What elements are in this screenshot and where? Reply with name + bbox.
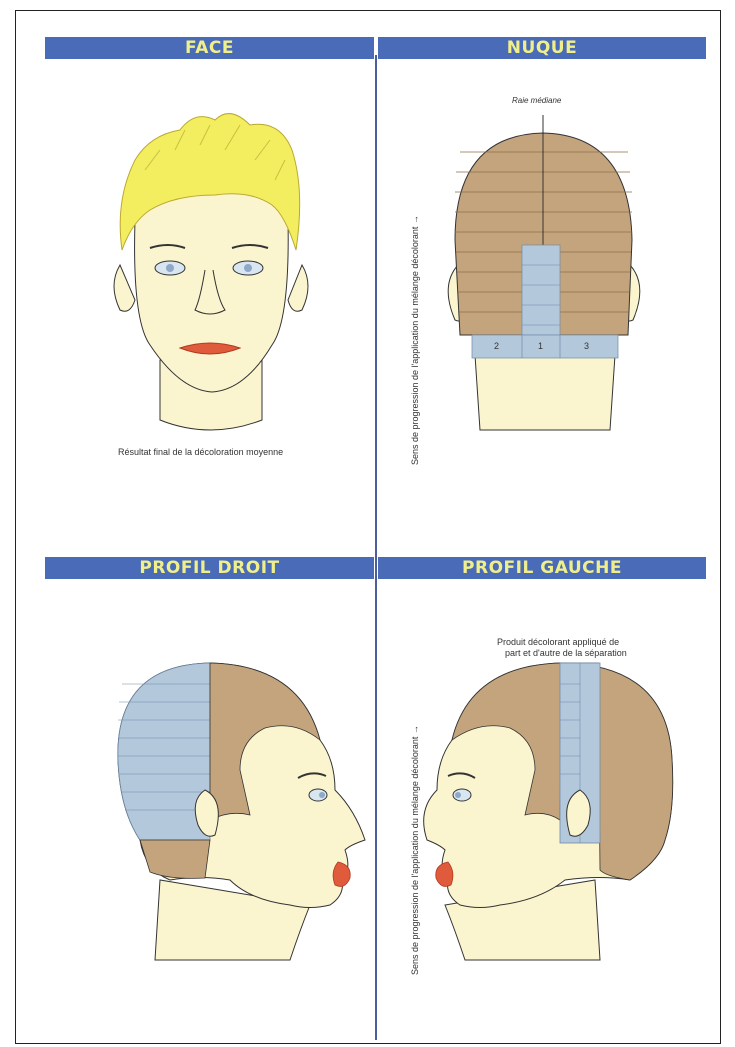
produit-label-line2: part et d'autre de la séparation — [505, 648, 627, 658]
sens-progression-profil-label: Sens de progression de l'application du … — [410, 725, 420, 975]
produit-label-line1: Produit décolorant appliqué de — [497, 637, 619, 647]
